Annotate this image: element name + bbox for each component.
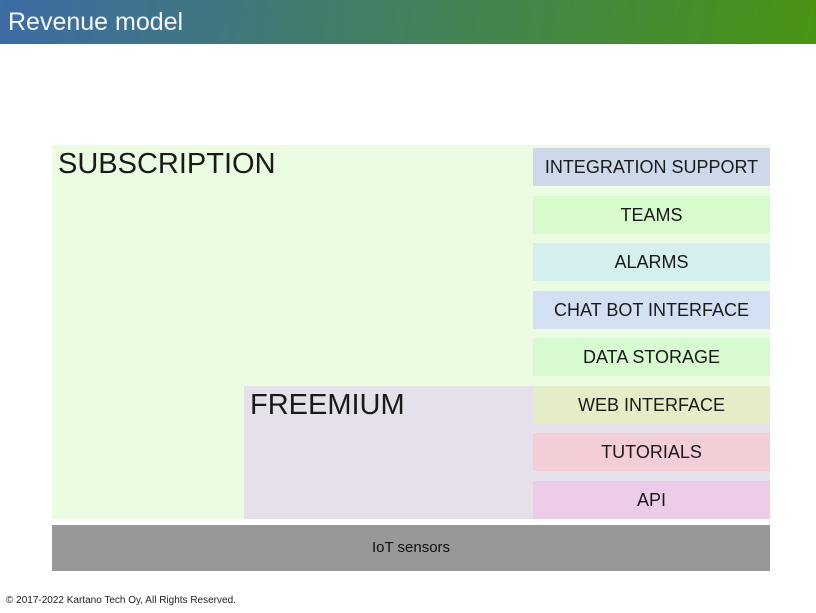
- iot-sensors-bar: IoT sensors: [52, 525, 770, 571]
- feature-teams: TEAMS: [533, 196, 770, 234]
- feature-integration-support: INTEGRATION SUPPORT: [533, 148, 770, 186]
- page-title: Revenue model: [8, 8, 184, 36]
- slide-header-bar: Revenue model: [0, 0, 816, 44]
- feature-api: API: [533, 481, 770, 519]
- copyright-text: © 2017-2022 Kartano Tech Oy, All Rights …: [6, 595, 236, 606]
- feature-tutorials: TUTORIALS: [533, 433, 770, 471]
- feature-chat-bot-interface: CHAT BOT INTERFACE: [533, 291, 770, 329]
- feature-data-storage: DATA STORAGE: [533, 338, 770, 376]
- tier-subscription-label: SUBSCRIPTION: [58, 148, 276, 180]
- feature-web-interface: WEB INTERFACE: [533, 386, 770, 424]
- feature-alarms: ALARMS: [533, 243, 770, 281]
- tier-freemium-label: FREEMIUM: [250, 389, 405, 421]
